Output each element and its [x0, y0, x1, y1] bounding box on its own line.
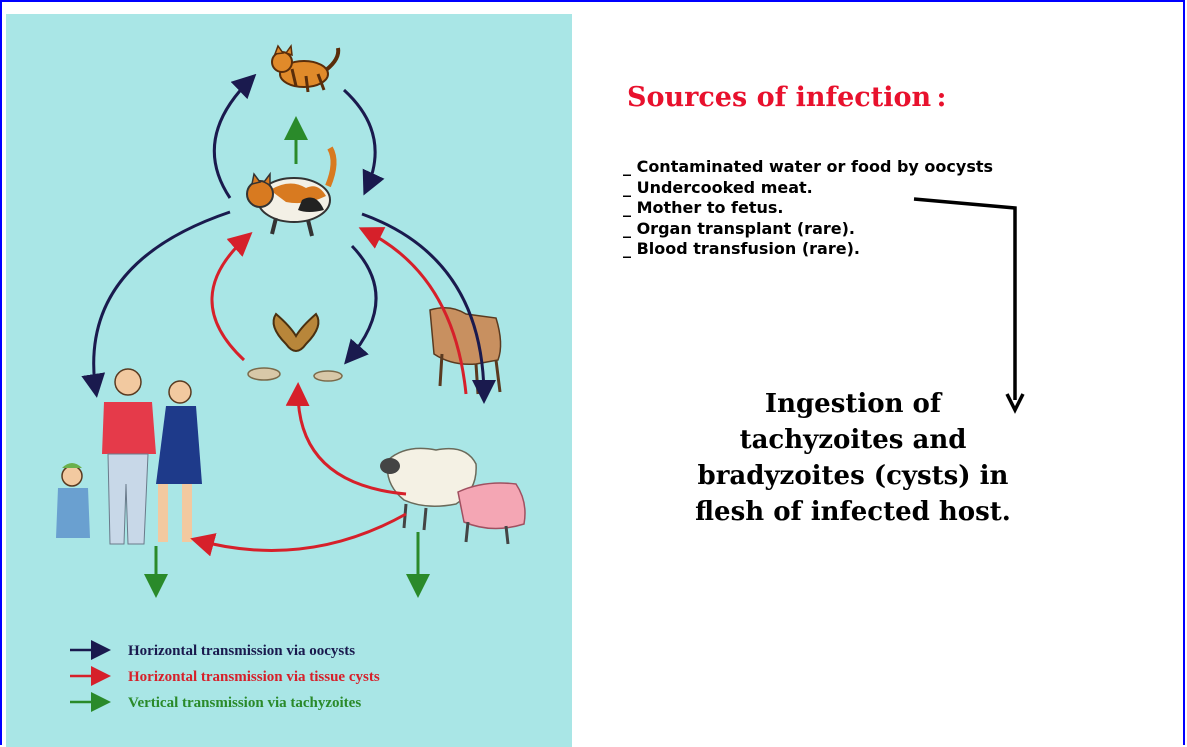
- ingestion-text: Ingestion of tachyzoites and bradyzoites…: [658, 386, 1048, 530]
- ingestion-line: flesh of infected host.: [658, 494, 1048, 530]
- ingestion-line: tachyzoites and: [658, 422, 1048, 458]
- ingestion-line: Ingestion of: [658, 386, 1048, 422]
- ingestion-line: bradyzoites (cysts) in: [658, 458, 1048, 494]
